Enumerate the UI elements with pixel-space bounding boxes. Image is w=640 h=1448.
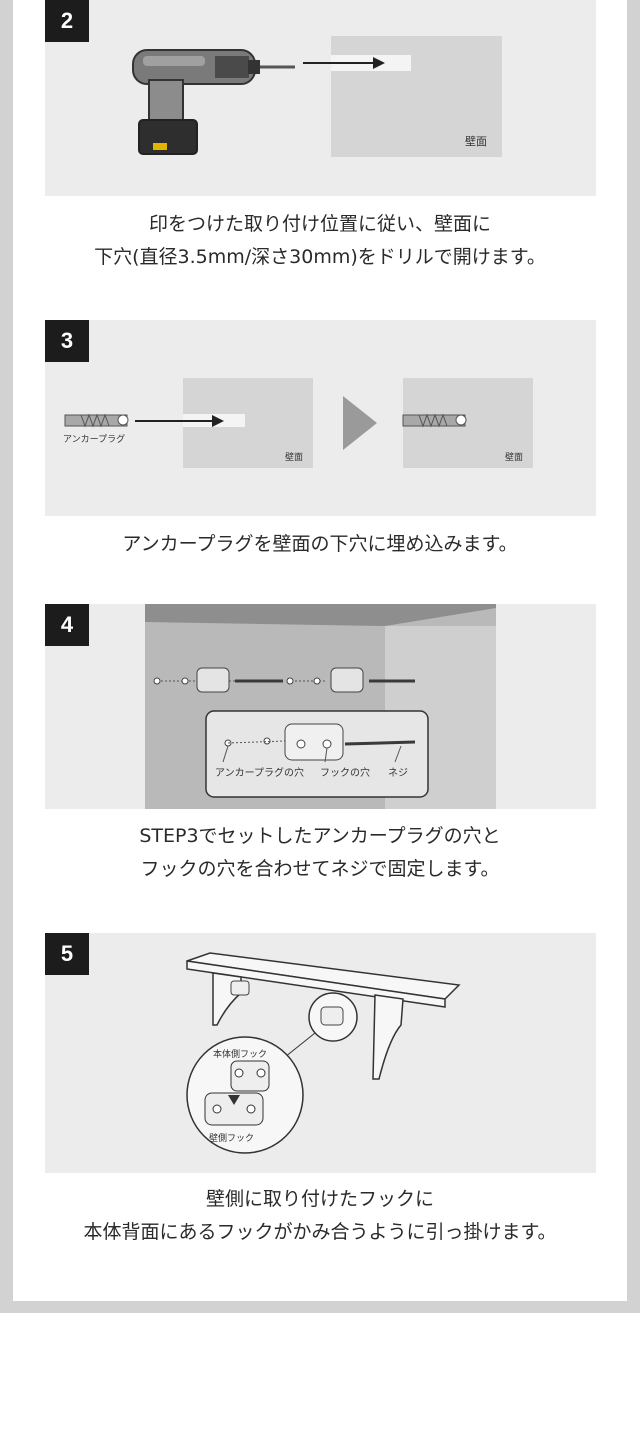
step-4-panel: アンカープラグの穴 フックの穴 ネジ 4 bbox=[45, 604, 596, 809]
plug-label: アンカープラグ bbox=[63, 433, 125, 445]
step-number-badge: 5 bbox=[45, 933, 89, 975]
step-4-caption: STEP3でセットしたアンカープラグの穴と フックの穴を合わせてネジで固定します… bbox=[13, 820, 627, 886]
step-5-panel: 5 本体側フック 壁側フック bbox=[45, 933, 596, 1173]
anchor-plug-icon bbox=[64, 413, 129, 428]
step-2-caption: 印をつけた取り付け位置に従い、壁面に 下穴(直径3.5mm/深さ30mm)をドリ… bbox=[13, 208, 627, 274]
caption-line: フックの穴を合わせてネジで固定します。 bbox=[140, 858, 500, 880]
shelf-hanging-illustration: 本体側フック 壁側フック bbox=[186, 952, 461, 1154]
shelf-icon bbox=[186, 952, 461, 1080]
detail-label: アンカープラグの穴 bbox=[215, 766, 304, 779]
anchor-plug-illustration: アンカープラグ 壁面 壁面 bbox=[63, 378, 533, 468]
caption-line: 壁側に取り付けたフックに bbox=[205, 1188, 434, 1210]
detail-label: ネジ bbox=[388, 767, 408, 779]
drill-icon bbox=[132, 49, 295, 155]
caption-line: 印をつけた取り付け位置に従い、壁面に bbox=[148, 213, 491, 235]
caption-line: 下穴(直径3.5mm/深さ30mm)をドリルで開けます。 bbox=[94, 246, 546, 268]
step-3-caption: アンカープラグを壁面の下穴に埋め込みます。 bbox=[13, 528, 627, 561]
wall-label: 壁面 bbox=[465, 134, 487, 148]
step-5-caption: 壁側に取り付けたフックに 本体背面にあるフックがかみ合うように引っ掛けます。 bbox=[13, 1183, 627, 1249]
drill-illustration: 壁面 bbox=[132, 36, 502, 157]
embedded-plug-icon bbox=[402, 413, 467, 428]
hook-label: 壁側フック bbox=[209, 1132, 254, 1144]
hook-label: 本体側フック bbox=[213, 1048, 267, 1060]
wall-label: 壁面 bbox=[285, 451, 303, 463]
caption-line: アンカープラグを壁面の下穴に埋め込みます。 bbox=[122, 533, 518, 555]
detail-label: フックの穴 bbox=[320, 766, 370, 779]
arrow-icon bbox=[373, 57, 385, 69]
step-2-panel: 2 壁面 bbox=[45, 0, 596, 196]
detail-hardware bbox=[222, 723, 416, 763]
hook-mount-illustration: アンカープラグの穴 フックの穴 ネジ bbox=[145, 604, 496, 809]
caption-line: 本体背面にあるフックがかみ合うように引っ掛けます。 bbox=[83, 1221, 557, 1243]
step-number-badge: 2 bbox=[45, 0, 89, 42]
hook-hardware-row bbox=[153, 667, 415, 693]
hook-detail bbox=[204, 1060, 270, 1126]
next-arrow-icon bbox=[343, 396, 377, 450]
step-number-badge: 3 bbox=[45, 320, 89, 362]
caption-line: STEP3でセットしたアンカープラグの穴と bbox=[139, 825, 501, 847]
step-3-panel: 3 アンカープラグ 壁面 壁面 bbox=[45, 320, 596, 516]
wall-label: 壁面 bbox=[505, 451, 523, 463]
step-number-badge: 4 bbox=[45, 604, 89, 646]
